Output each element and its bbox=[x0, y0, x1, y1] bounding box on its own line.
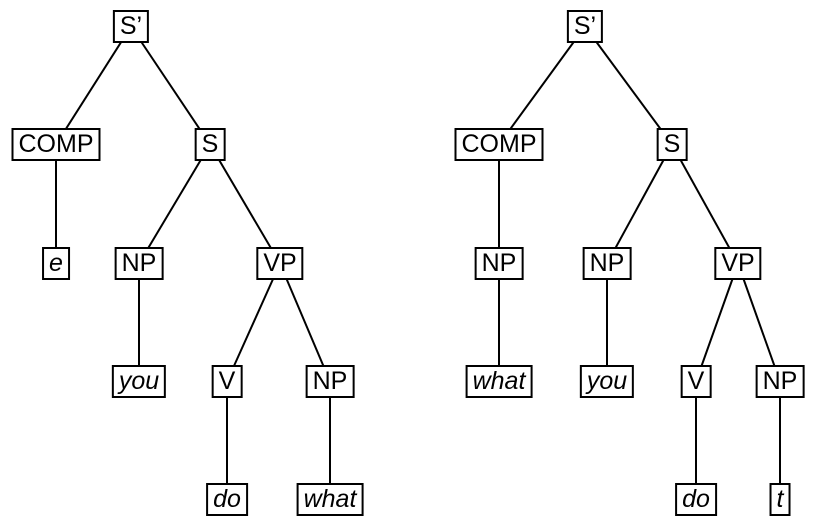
tree-node-what: what bbox=[296, 483, 364, 516]
tree-node-s: S bbox=[194, 128, 226, 161]
tree-node-np-object: NP bbox=[305, 365, 355, 398]
tree-node-comp: COMP bbox=[11, 128, 101, 161]
tree-edge bbox=[279, 263, 331, 382]
tree-node-np-comp: NP bbox=[474, 247, 524, 280]
tree-edge bbox=[584, 25, 673, 146]
tree-node-np-object: NP bbox=[755, 365, 805, 398]
tree-node-do: do bbox=[675, 483, 717, 516]
tree-node-t: t bbox=[769, 483, 791, 516]
tree-node-s: S bbox=[656, 128, 688, 161]
tree-node-you: you bbox=[111, 365, 167, 398]
tree-node-what: what bbox=[465, 365, 533, 398]
tree-node-vp: VP bbox=[256, 247, 304, 280]
tree-edge bbox=[606, 144, 673, 264]
tree-node-e: e bbox=[42, 247, 70, 280]
tree-node-you: you bbox=[579, 365, 635, 398]
tree-node-s-prime: S’ bbox=[566, 10, 604, 43]
tree-node-vp: VP bbox=[714, 247, 762, 280]
tree-node-np-subject: NP bbox=[114, 247, 164, 280]
tree-node-s-prime: S’ bbox=[112, 10, 150, 43]
tree-edge bbox=[671, 144, 739, 264]
tree-node-do: do bbox=[206, 483, 248, 516]
tree-node-comp: COMP bbox=[454, 128, 544, 161]
tree-node-np-subject: NP bbox=[582, 247, 632, 280]
tree-edge bbox=[138, 143, 211, 265]
tree-edge bbox=[695, 263, 739, 382]
tree-edge bbox=[55, 25, 132, 146]
tree-edge bbox=[130, 25, 211, 146]
tree-edge bbox=[209, 143, 281, 265]
tree-edge bbox=[737, 263, 781, 382]
tree-edge bbox=[226, 263, 281, 382]
tree-node-v: V bbox=[211, 365, 243, 398]
tree-node-v: V bbox=[680, 365, 712, 398]
tree-edge bbox=[498, 25, 586, 146]
